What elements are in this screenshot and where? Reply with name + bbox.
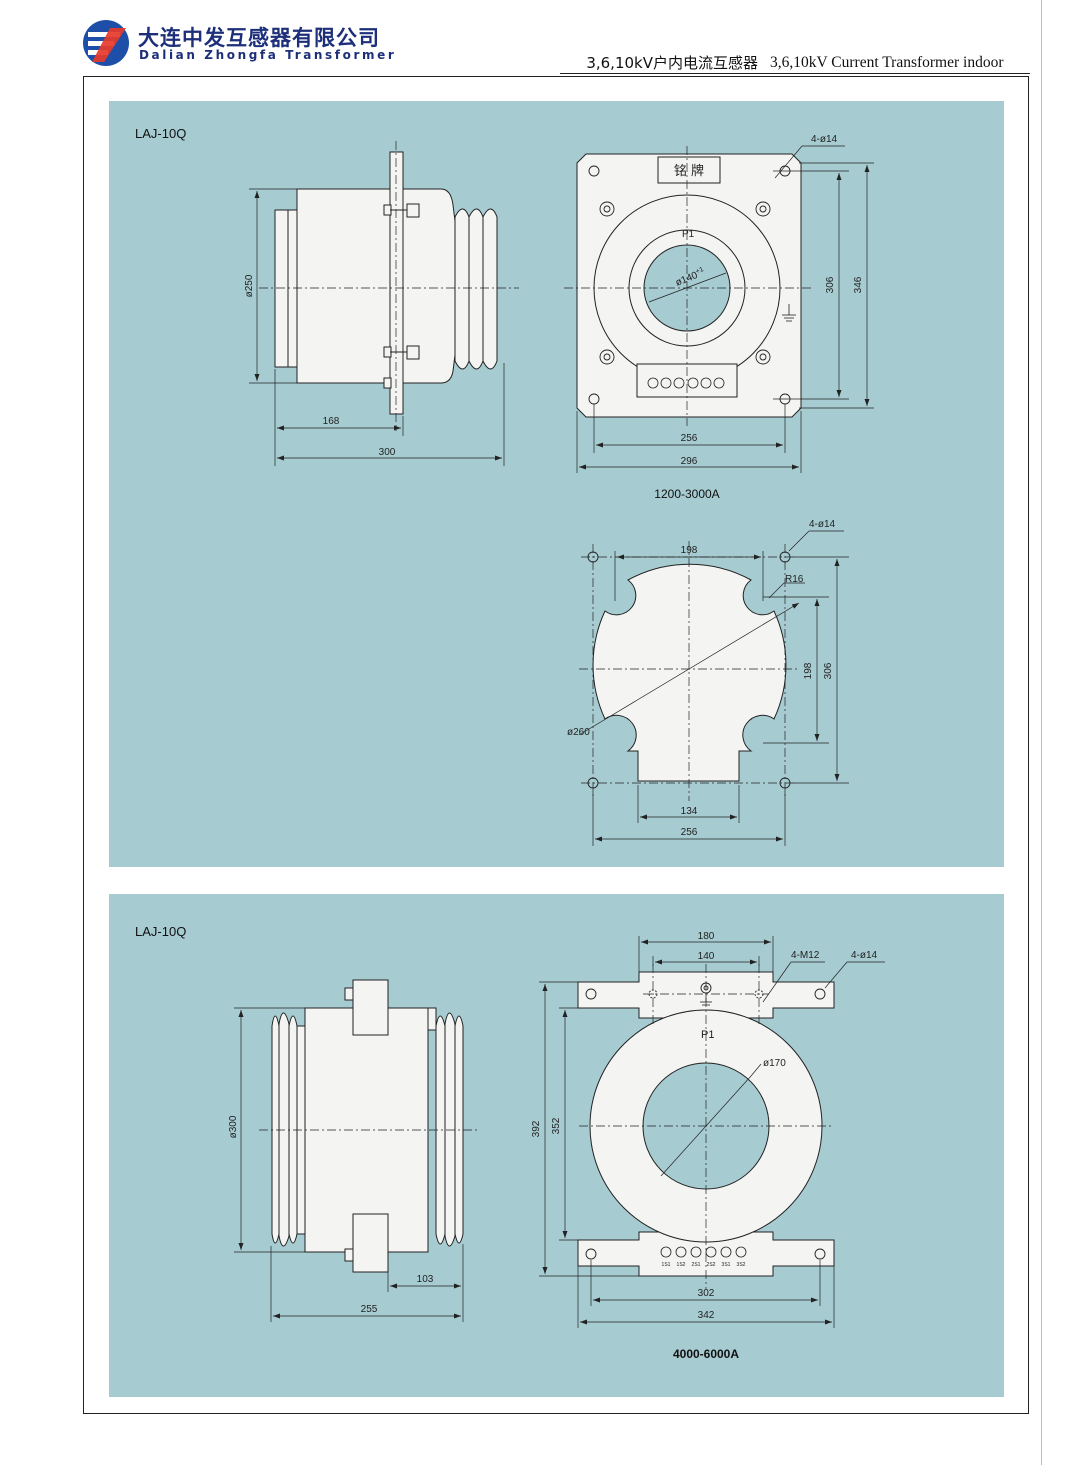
page-frame [83,76,1029,1414]
company-logo-icon [83,20,129,66]
dim-plan-holes: 4-ø14 [809,519,836,530]
dim-plan-dia: ø260 [567,727,590,738]
side-view [271,979,464,1273]
terminal-label: 3S2 [737,1262,746,1268]
terminal-label: 2S2 [707,1262,716,1268]
panel-1200-3000a: LAJ-10Q [109,101,1004,867]
trim-line [1041,0,1042,1465]
terminal-label: 1S2 [677,1262,686,1268]
terminal-label: 2S1 [692,1262,701,1268]
terminal-block [647,377,725,389]
dim-m12: 4-M12 [791,950,820,961]
dim-plan-256: 256 [681,827,698,838]
dim-256: 256 [681,433,698,444]
front-view: 铭 牌 P1 [576,153,802,418]
dim-side-dia: ø300 [228,1115,239,1138]
product-title-cn: 3,6,10kV户内电流互感器 [586,54,758,72]
dim-306: 306 [825,276,836,293]
p1-label: P1 [701,1029,714,1041]
dim-bore: ø170 [763,1058,786,1069]
dim-302: 302 [698,1288,715,1299]
header-rule [560,73,1030,74]
dim-plan-198-v: 198 [803,662,814,679]
p1-label: P1 [682,229,695,240]
dim-296: 296 [681,456,698,467]
dim-392: 392 [531,1120,542,1137]
dim-352: 352 [551,1117,562,1134]
dim-plan-306: 306 [823,662,834,679]
panel1-drawing: ø250 168 300 铭 牌 P1 [244,134,874,846]
dim-300: 300 [379,447,396,458]
caption-1200-3000a: 1200-3000A [654,487,719,501]
panel-4000-6000a: LAJ-10Q [109,894,1004,1397]
dim-168: 168 [323,416,340,427]
dim-front-holes: 4-ø14 [811,134,838,145]
dim-plan-134: 134 [681,806,698,817]
nameplate-label: 铭 牌 [674,163,704,179]
dim-103: 103 [417,1274,434,1285]
company-name-cn: 大连中发互感器有限公司 [138,26,380,50]
model-label: LAJ-10Q [135,924,187,939]
dim-180: 180 [698,931,715,942]
panel2-drawing: ø300 103 255 P1 1S1 1S2 2 [228,931,885,1361]
dim-342: 342 [698,1310,715,1321]
caption-4000-6000a: 4000-6000A [673,1347,739,1361]
page-header: 大连中发互感器有限公司 Dalian Zhongfa Transformer 3… [0,0,1080,80]
dim-side-dia: ø250 [244,274,255,297]
terminal-label: 1S1 [662,1262,671,1268]
dim-255: 255 [361,1304,378,1315]
company-name-en: Dalian Zhongfa Transformer [139,48,397,62]
dim-front-holes: 4-ø14 [851,950,878,961]
dim-140: 140 [698,951,715,962]
dim-346: 346 [853,276,864,293]
product-title-en: 3,6,10kV Current Transformer indoor [770,54,1004,71]
model-label: LAJ-10Q [135,126,187,141]
terminal-label: 3S1 [722,1262,731,1268]
earth-icon [782,304,796,322]
dim-r16: R16 [785,574,804,585]
terminal-block [660,1246,747,1258]
side-view [274,151,498,415]
dim-plan-198-top: 198 [681,545,698,556]
